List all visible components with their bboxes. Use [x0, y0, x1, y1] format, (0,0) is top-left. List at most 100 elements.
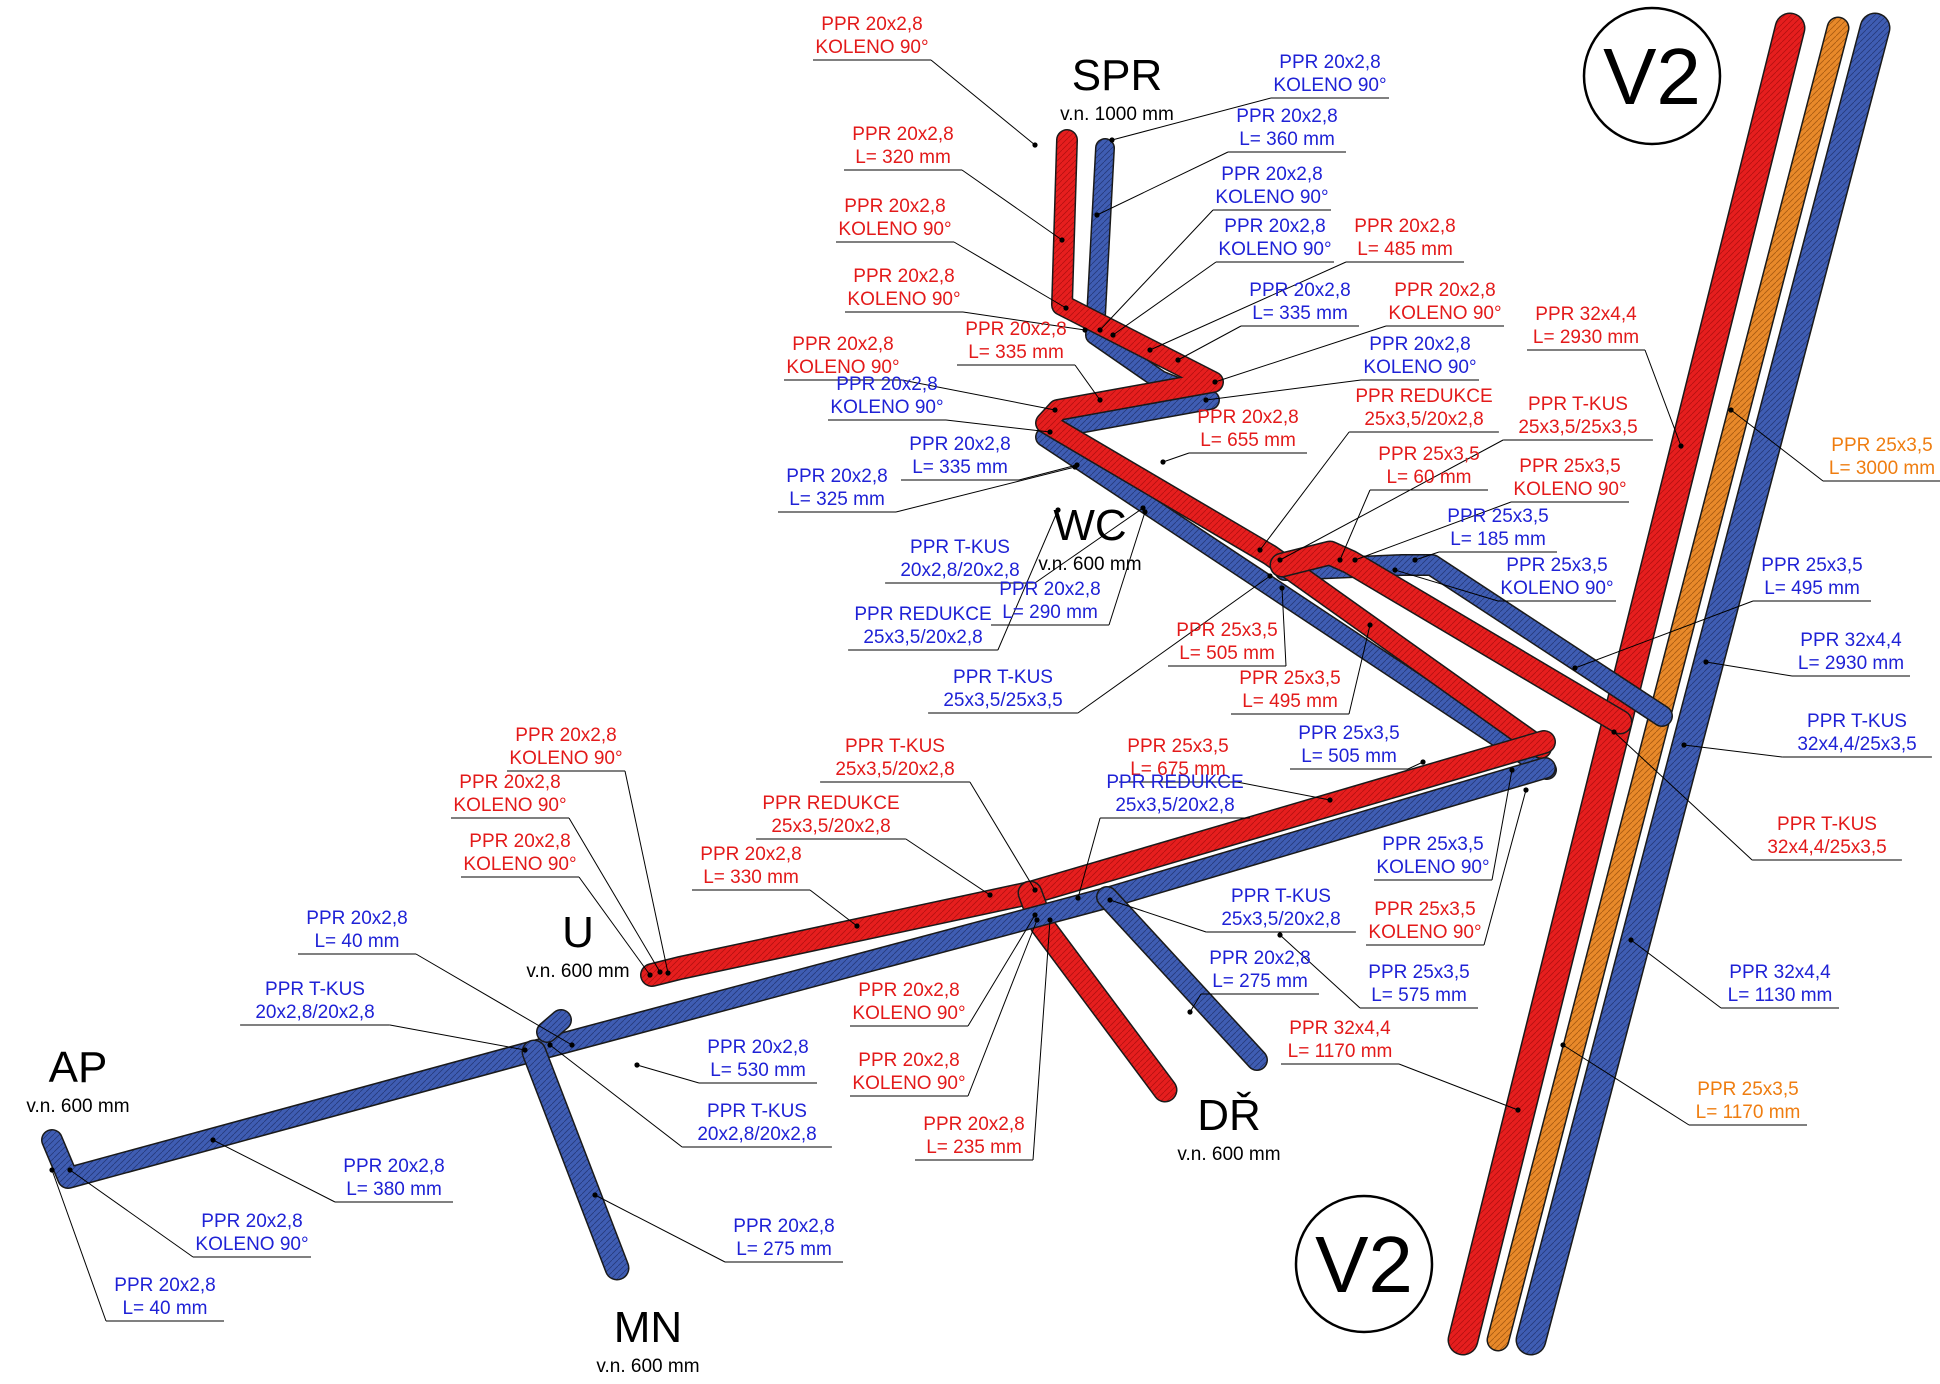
- leader-line-25: [1034, 507, 1144, 584]
- label-line2-27: L= 495 mm: [1764, 578, 1860, 599]
- leader-line-47: [415, 953, 573, 1046]
- label-line1-40: PPR REDUKCE: [762, 793, 899, 814]
- label-line1-38: PPR 25x3,5: [1298, 723, 1399, 744]
- leader-dot-51: [1628, 937, 1634, 943]
- label-line2-37: L= 675 mm: [1130, 759, 1226, 780]
- leader-dot-59: [1047, 917, 1053, 923]
- label-line1-54: PPR 32x4,4: [1289, 1018, 1391, 1039]
- riser-mark-text-1: V2: [1315, 1220, 1413, 1309]
- leader-dot-25: [1140, 505, 1146, 511]
- leader-dot-56: [1034, 917, 1040, 923]
- leader-dot-1: [1109, 137, 1115, 143]
- riser-mark-circle-1: [1294, 1194, 1434, 1334]
- label-line2-61: KOLENO 90°: [195, 1234, 308, 1255]
- leader-line-30: [1281, 587, 1287, 667]
- leader-dot-35: [665, 970, 671, 976]
- leader-dot-21: [1072, 464, 1078, 470]
- leader-line-5: [953, 241, 1067, 309]
- leader-dot-8: [1082, 327, 1088, 333]
- leader-dot-14: [1203, 397, 1209, 403]
- label-line2-54: L= 1170 mm: [1288, 1041, 1393, 1062]
- leader-dot-57: [1560, 1042, 1566, 1048]
- leader-line-51: [1630, 939, 1722, 1009]
- label-line2-46: 25x3,5/20x2,8: [1221, 909, 1340, 930]
- leader-line-6: [1112, 261, 1217, 336]
- leader-line-2: [1096, 151, 1229, 216]
- leader-dot-9: [1175, 357, 1181, 363]
- label-line2-39: KOLENO 90°: [453, 795, 566, 816]
- label-line1-10: PPR 20x2,8: [1394, 280, 1495, 301]
- leaders-layer: [49, 59, 1940, 1322]
- label-line1-60: PPR 20x2,8: [343, 1156, 444, 1177]
- leader-line-31: [1705, 661, 1793, 677]
- label-line1-23: PPR 25x3,5: [1519, 456, 1620, 477]
- label-line2-29: L= 290 mm: [1002, 602, 1098, 623]
- label-line1-0: PPR 20x2,8: [821, 14, 922, 35]
- label-line1-24: PPR 25x3,5: [1447, 506, 1548, 527]
- label-line1-26: PPR 25x3,5: [1506, 555, 1607, 576]
- leader-dot-19: [1277, 557, 1283, 563]
- label-line1-43: PPR 20x2,8: [469, 831, 570, 852]
- label-line2-19: 25x3,5/25x3,5: [1518, 417, 1637, 438]
- leader-line-21: [895, 466, 1076, 513]
- label-line1-14: PPR 20x2,8: [1369, 334, 1470, 355]
- label-line1-36: PPR T-KUS: [845, 736, 945, 757]
- label-line2-8: KOLENO 90°: [847, 289, 960, 310]
- leader-dot-12: [1097, 397, 1103, 403]
- leader-line-23: [1354, 501, 1512, 561]
- leader-line-52: [389, 1024, 526, 1051]
- leader-line-46: [1109, 899, 1207, 933]
- leader-line-40: [905, 838, 991, 896]
- label-line2-1: KOLENO 90°: [1273, 75, 1386, 96]
- leader-dot-3: [1059, 237, 1065, 243]
- leader-dot-11: [1678, 443, 1684, 449]
- label-line2-59: L= 235 mm: [926, 1137, 1022, 1158]
- leader-dot-22: [1337, 557, 1343, 563]
- label-line2-31: L= 2930 mm: [1798, 653, 1904, 674]
- label-line2-6: KOLENO 90°: [1218, 239, 1331, 260]
- leader-dot-49: [1187, 1009, 1193, 1015]
- label-line1-27: PPR 25x3,5: [1761, 555, 1862, 576]
- label-line2-36: 25x3,5/20x2,8: [835, 759, 954, 780]
- pipe-cold-2: [1517, 14, 1889, 1354]
- label-line1-41: PPR REDUKCE: [1106, 772, 1243, 793]
- label-line2-32: 25x3,5/25x3,5: [943, 690, 1062, 711]
- label-line2-12: L= 335 mm: [968, 342, 1064, 363]
- leader-dot-7: [1147, 347, 1153, 353]
- fixture-name-0: SPR: [1072, 51, 1162, 100]
- leader-dot-10: [1212, 379, 1218, 385]
- label-line2-48: KOLENO 90°: [1368, 922, 1481, 943]
- leader-line-24: [1414, 551, 1440, 561]
- leader-dot-32: [1267, 573, 1273, 579]
- pipe-cold-12: [537, 1010, 571, 1042]
- label-line1-46: PPR T-KUS: [1231, 886, 1331, 907]
- label-line1-50: PPR 25x3,5: [1368, 962, 1469, 983]
- label-line2-9: L= 335 mm: [1252, 303, 1348, 324]
- leader-dot-43: [647, 972, 653, 978]
- fixture-height-1: v.n. 600 mm: [1038, 554, 1141, 575]
- label-line1-52: PPR T-KUS: [265, 979, 365, 1000]
- label-line1-35: PPR 20x2,8: [515, 725, 616, 746]
- label-line2-10: KOLENO 90°: [1388, 303, 1501, 324]
- leader-line-50: [1279, 934, 1361, 1009]
- label-line2-30: L= 505 mm: [1179, 643, 1275, 664]
- leader-line-58: [549, 1044, 683, 1148]
- label-line1-5: PPR 20x2,8: [844, 196, 945, 217]
- fixture-name-4: MN: [614, 1303, 682, 1352]
- label-line1-47: PPR 20x2,8: [306, 908, 407, 929]
- leader-line-26: [1394, 569, 1499, 602]
- label-line2-56: KOLENO 90°: [852, 1073, 965, 1094]
- label-line1-37: PPR 25x3,5: [1127, 736, 1228, 757]
- pipe-cold-3: [1036, 139, 1556, 779]
- leader-dot-37: [1327, 797, 1333, 803]
- label-line1-20: PPR 25x3,5: [1831, 435, 1932, 456]
- label-line1-32: PPR T-KUS: [953, 667, 1053, 688]
- label-line1-21: PPR 20x2,8: [786, 466, 887, 487]
- label-line1-16: PPR 20x2,8: [909, 434, 1010, 455]
- leader-line-18: [1259, 431, 1350, 551]
- label-line2-11: L= 2930 mm: [1533, 327, 1639, 348]
- fixture-height-4: v.n. 600 mm: [596, 1356, 699, 1377]
- leader-line-15: [945, 419, 1051, 433]
- label-line1-1: PPR 20x2,8: [1279, 52, 1380, 73]
